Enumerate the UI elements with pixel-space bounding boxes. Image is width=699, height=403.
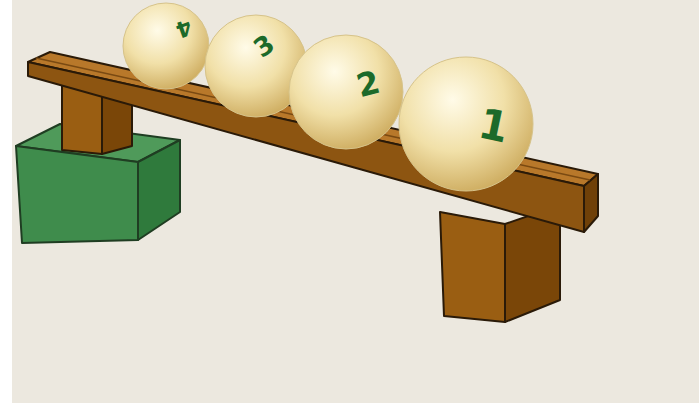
numbered-ball: 4 (122, 2, 210, 90)
ball-outline (123, 3, 209, 89)
ball-outline (289, 35, 403, 149)
background (12, 0, 699, 403)
ball-outline (399, 57, 533, 191)
ball-shape (398, 56, 534, 192)
ball-shape (122, 2, 210, 90)
numbered-ball: 2 (288, 34, 404, 150)
numbered-ball: 1 (398, 56, 534, 192)
ball-shape (288, 34, 404, 150)
right-leg (440, 205, 560, 322)
